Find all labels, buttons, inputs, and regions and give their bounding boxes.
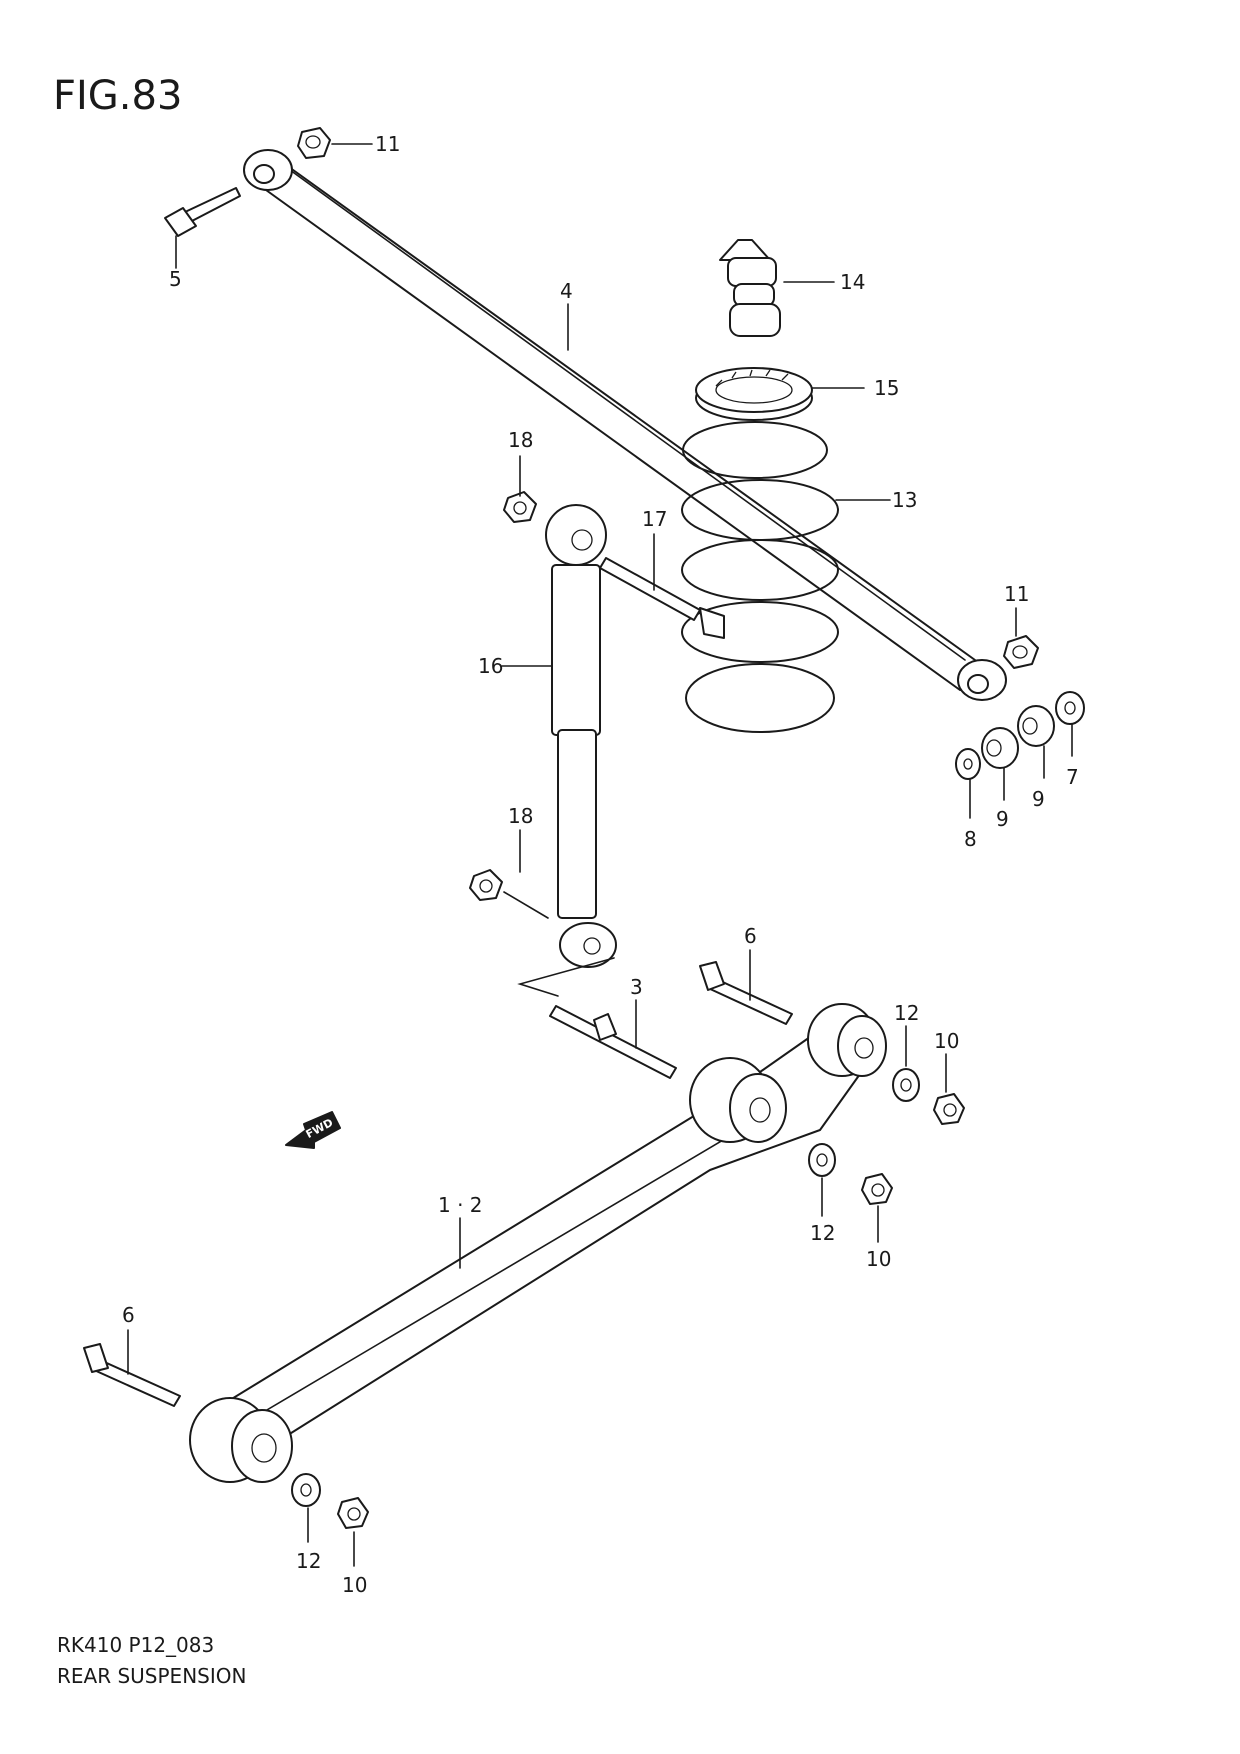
callout-4: 4	[560, 279, 573, 303]
callout-10-bottom: 10	[342, 1573, 367, 1597]
lateral-rod-4	[243, 149, 1007, 701]
nut-11-right	[1003, 635, 1039, 669]
callout-12-middle: 12	[810, 1221, 835, 1245]
bolt-5	[164, 187, 241, 237]
callout-12-right: 12	[894, 1001, 919, 1025]
callout-9-left: 9	[996, 807, 1009, 831]
callout-7: 7	[1066, 765, 1079, 789]
nut-10-middle	[861, 1173, 893, 1205]
callout-15: 15	[874, 376, 899, 400]
callout-3: 3	[630, 975, 643, 999]
callout-6-top: 6	[744, 924, 757, 948]
figure-name: REAR SUSPENSION	[57, 1664, 247, 1688]
bolt-17	[599, 557, 725, 639]
callout-12-bottom: 12	[296, 1549, 321, 1573]
washer-12-middle	[808, 1143, 836, 1177]
bolt-6-bottom	[83, 1343, 181, 1407]
callout-5: 5	[169, 267, 182, 291]
callout-8: 8	[964, 827, 977, 851]
callout-13: 13	[892, 488, 917, 512]
callout-10-middle: 10	[866, 1247, 891, 1271]
bump-stopper-14	[719, 239, 781, 337]
callout-16: 16	[478, 654, 503, 678]
nut-18-top	[503, 491, 537, 523]
nut-10-right	[933, 1093, 965, 1125]
callout-17: 17	[642, 507, 667, 531]
shock-absorber-16	[545, 504, 617, 968]
nut-18-bottom	[469, 869, 503, 901]
figure-title: FIG.83	[53, 73, 183, 119]
bolt-6-top	[699, 961, 793, 1025]
washer-12-right	[892, 1068, 920, 1102]
callout-1-2: 1 · 2	[438, 1193, 483, 1217]
fwd-arrow-icon: FWD	[285, 1111, 341, 1149]
callout-numbers: 11 5 4 14 15 13 18 17 16 11 7 9 9 8 18 6…	[122, 132, 1079, 1597]
coil-spring-13	[681, 421, 839, 733]
callout-9-right: 9	[1032, 787, 1045, 811]
callout-18-top: 18	[508, 428, 533, 452]
nut-10-bottom	[337, 1497, 369, 1529]
spring-seat-15	[695, 367, 813, 421]
callout-18-bottom: 18	[508, 804, 533, 828]
nut-11-top	[297, 127, 331, 159]
callout-11-top: 11	[375, 132, 400, 156]
callout-10-right: 10	[934, 1029, 959, 1053]
leader-lines	[127, 143, 1073, 1567]
callout-11-right: 11	[1004, 582, 1029, 606]
callout-14: 14	[840, 270, 865, 294]
washer-12-bottom	[291, 1473, 321, 1507]
trailing-arm-1-2	[189, 1003, 887, 1483]
bolt-3	[549, 1005, 677, 1079]
figure-code: RK410 P12_083	[57, 1633, 215, 1657]
callout-6-bottom: 6	[122, 1303, 135, 1327]
bushing-set	[955, 691, 1085, 780]
